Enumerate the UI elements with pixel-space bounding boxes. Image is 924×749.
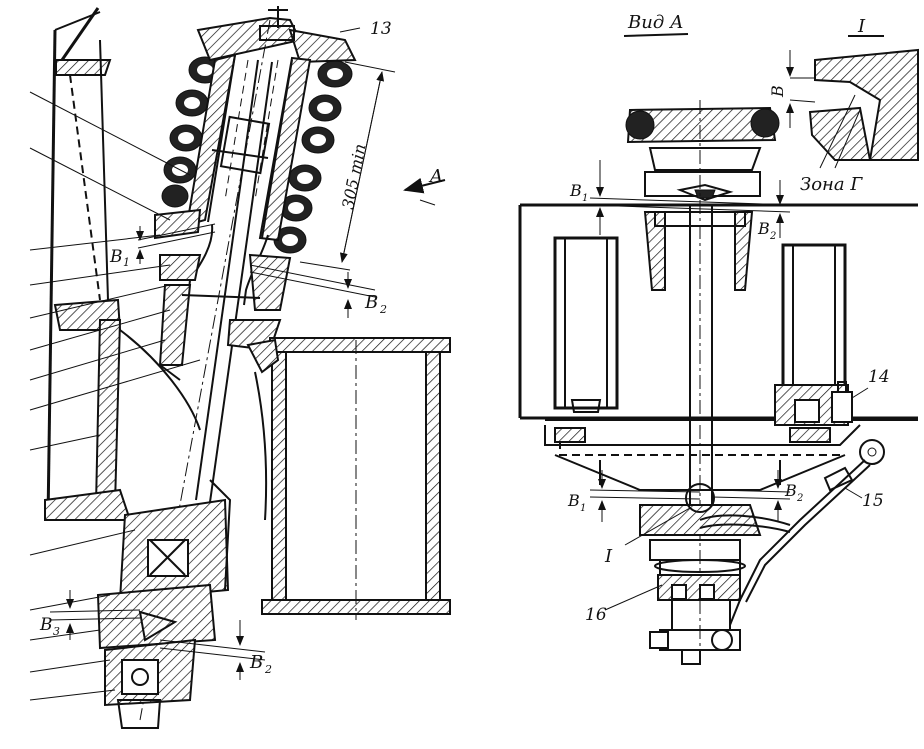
b2-sub-left: 2 (379, 303, 387, 316)
view-a-drawing: Вид А I B Зона Г (518, 12, 919, 665)
arrow-a-label: A (428, 166, 443, 187)
bolt-14: 14 (831, 367, 890, 423)
b2-label-top: B (757, 219, 770, 238)
gap-b2-marker-left: B 2 (249, 264, 387, 318)
view-a-gaps-lower: B 1 B 2 (567, 470, 803, 522)
b3-sub: 3 (53, 625, 60, 638)
b2-sub-lower-view: 2 (796, 493, 803, 504)
roman-i-view-title: I (857, 16, 866, 37)
view-a-left-column (553, 236, 619, 413)
inner-sleeves (185, 53, 312, 242)
callout-16: 16 (585, 605, 607, 625)
spring-coils-right (273, 60, 353, 254)
zone-g-label: Зона Г (800, 174, 863, 195)
b1-sub-lower: 1 (580, 503, 586, 514)
lower-guide-block (96, 479, 232, 729)
b1-sub-top: 1 (582, 193, 588, 204)
b1-label-left: B (109, 247, 123, 267)
leader-lines-left (29, 27, 361, 701)
view-a-spring-seat (625, 106, 780, 202)
left-frame (44, 7, 201, 521)
view-arrow-a: A (403, 166, 446, 206)
b2-label-lower: B (249, 652, 263, 673)
view-a-title: Вид А (627, 12, 684, 33)
b1-label-top: B (569, 181, 582, 200)
dimension-305-label: 305 min (338, 142, 369, 211)
b2-label-lower-view: B (784, 481, 797, 500)
lower-housing (154, 208, 292, 381)
dimension-305: 305 min (299, 61, 396, 271)
callout-13: 13 (370, 19, 392, 39)
view-a-right-column (774, 243, 849, 426)
gap-b3-marker: B 3 (39, 590, 141, 640)
view-a-lower-block (639, 504, 791, 665)
view-a-inner-sleeve (643, 100, 754, 660)
cylinder-tank (246, 337, 451, 620)
b3-label: B (39, 615, 53, 635)
callout-15: 15 (862, 491, 884, 511)
gap-b1-marker-left: B 1 (109, 223, 216, 269)
nut-16: 16 (585, 584, 663, 625)
gap-b2-marker-lower: B 2 (159, 620, 272, 680)
roman-i-detail: I (604, 546, 613, 567)
left-section-view: B 1 B 2 B 3 B 2 (29, 6, 451, 729)
b2-sub-top: 2 (769, 231, 776, 242)
linkage-15: 15 (729, 439, 885, 626)
top-spring-cap (196, 6, 357, 64)
zone-g-detail: B Зона Г (768, 48, 919, 195)
b1-label-lower: B (567, 491, 580, 510)
b1-sub-left: 1 (123, 256, 130, 269)
callout-14: 14 (868, 367, 890, 387)
view-a-frame (518, 203, 918, 446)
b2-label-left: B (364, 292, 378, 313)
detail-i: I (604, 483, 715, 567)
b1-label-zone: B (768, 85, 787, 98)
b2-sub-lower: 2 (264, 663, 272, 676)
